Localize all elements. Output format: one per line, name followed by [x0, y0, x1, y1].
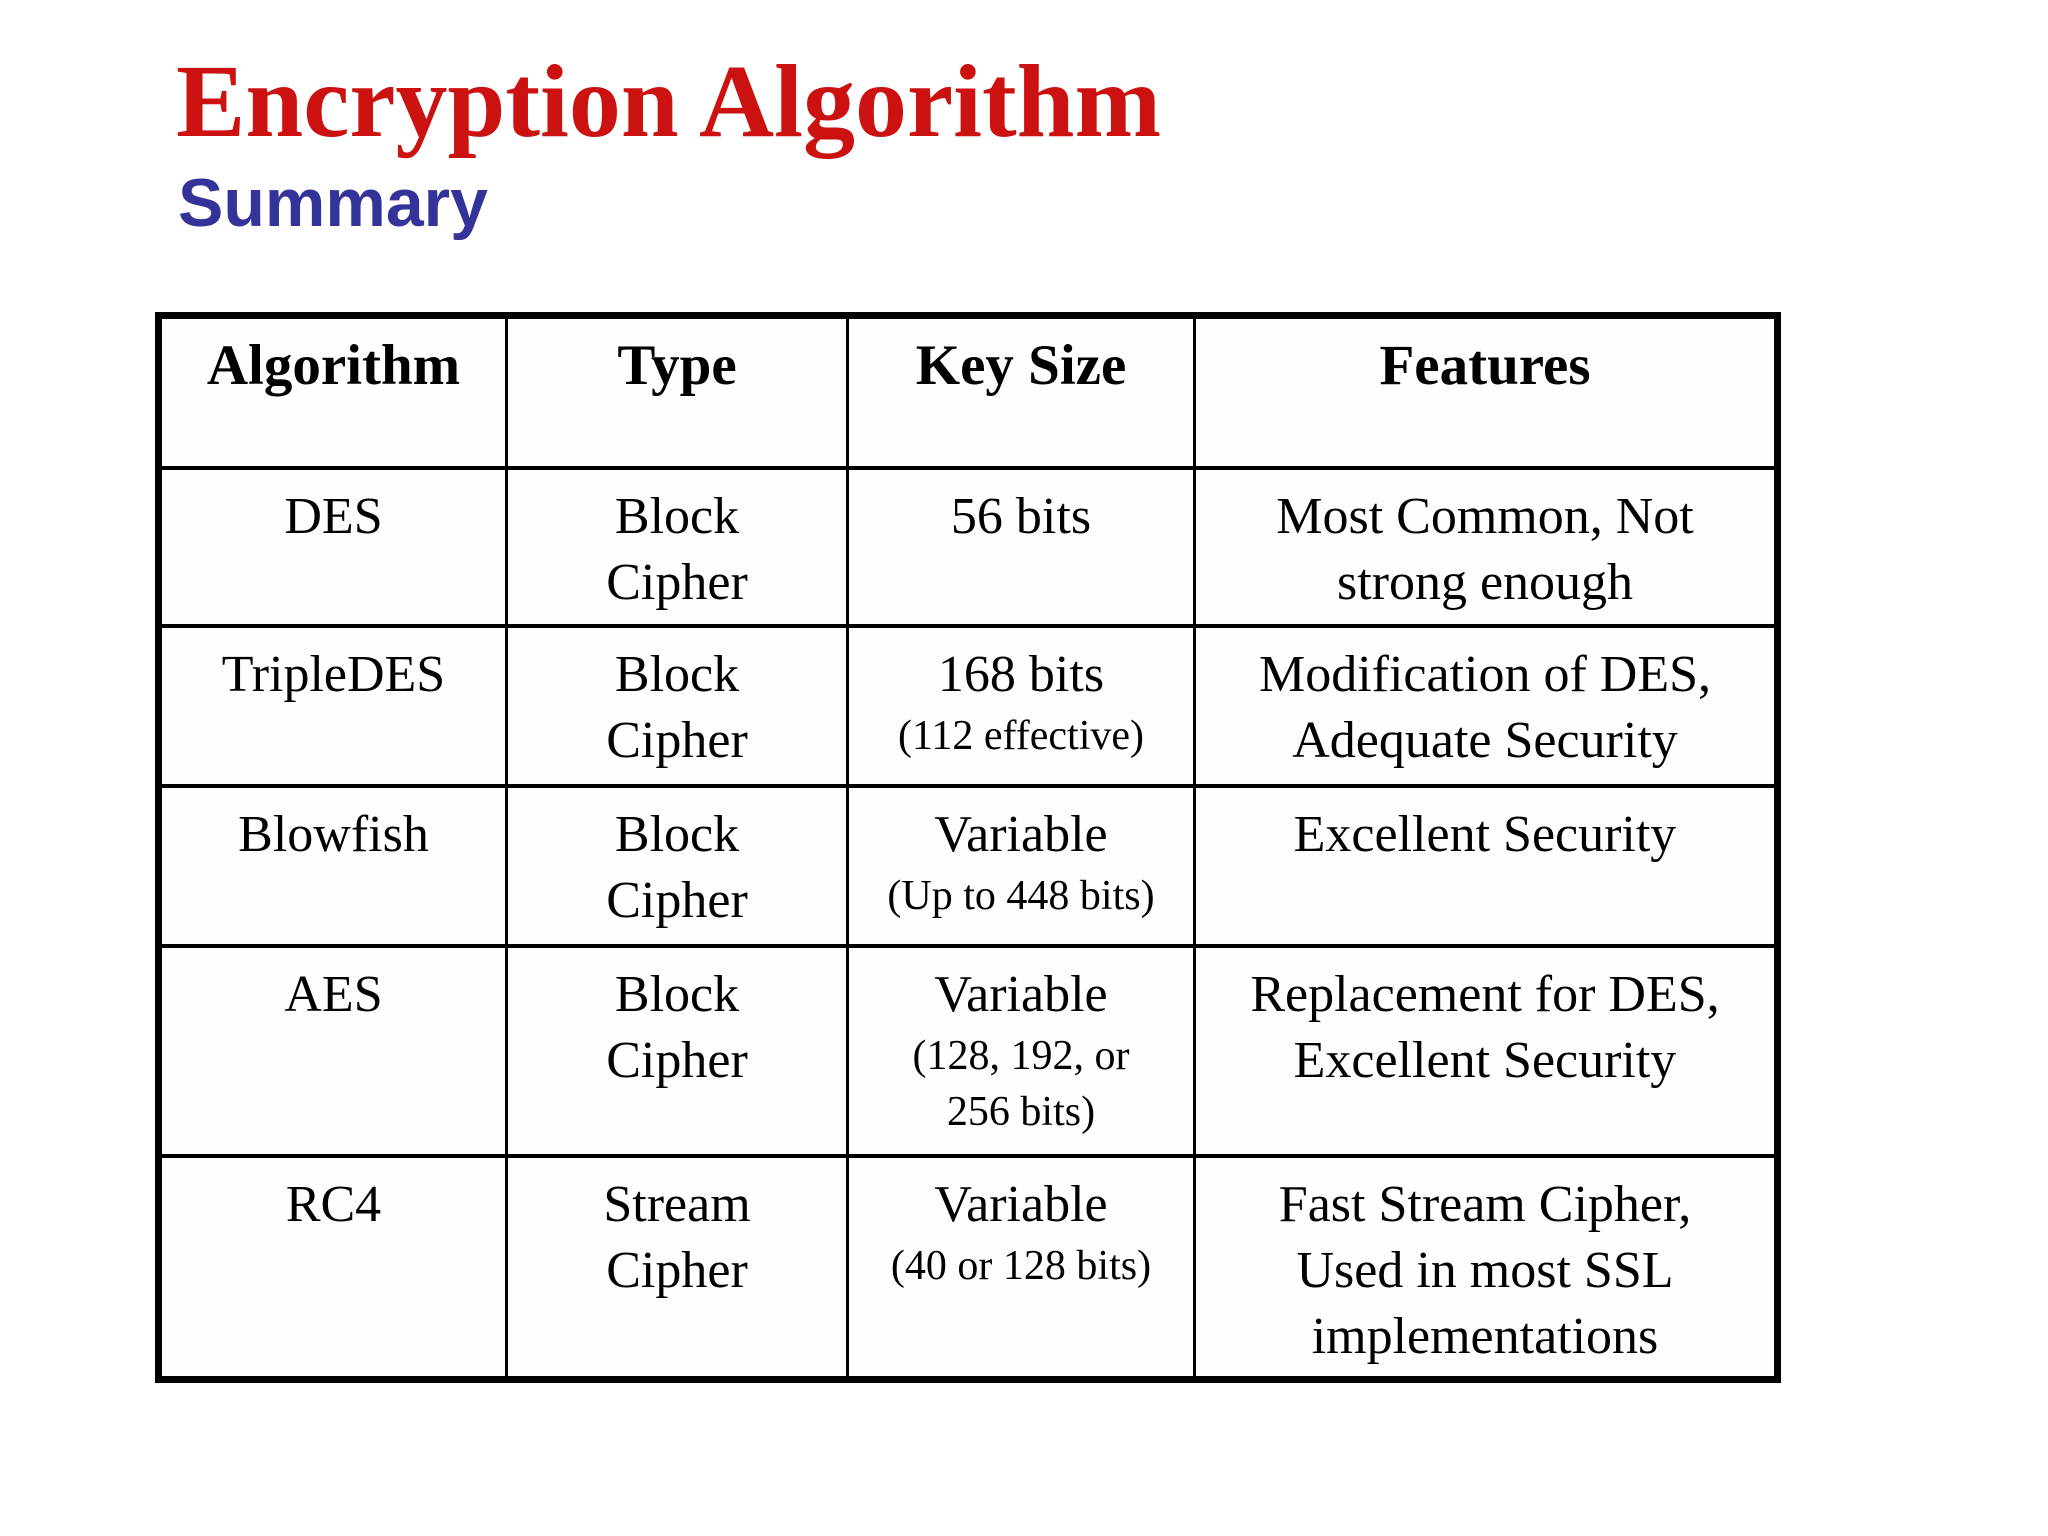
key-size-main: Variable — [934, 805, 1108, 863]
key-size-note: (128, 192, or 256 bits) — [912, 1032, 1130, 1135]
key-size-main: 56 bits — [950, 487, 1092, 545]
cell-type: Stream Cipher — [505, 1153, 849, 1381]
key-size-note: (40 or 128 bits) — [890, 1242, 1152, 1289]
key-size-note: (Up to 448 bits) — [887, 872, 1155, 919]
column-header-type: Type — [505, 313, 849, 470]
table-row: AES Block Cipher Variable (128, 192, or … — [157, 943, 1779, 1158]
table-row: DES Block Cipher 56 bits Most Common, No… — [157, 465, 1779, 628]
cell-key-size: Variable (128, 192, or 256 bits) — [846, 943, 1196, 1158]
cell-key-size: 168 bits (112 effective) — [846, 623, 1196, 788]
cell-type: Block Cipher — [505, 783, 849, 948]
column-header-algorithm: Algorithm — [157, 313, 508, 470]
cell-features: Modification of DES, Adequate Security — [1193, 623, 1779, 788]
encryption-summary-table: Algorithm Type Key Size Features DES Blo… — [155, 312, 1781, 1383]
table-row: Blowfish Block Cipher Variable (Up to 44… — [157, 783, 1779, 948]
cell-algorithm: DES — [157, 465, 508, 628]
cell-key-size: 56 bits — [846, 465, 1196, 628]
key-size-note: (112 effective) — [897, 712, 1145, 759]
cell-features: Most Common, Not strong enough — [1193, 465, 1779, 628]
cell-features: Fast Stream Cipher, Used in most SSL imp… — [1193, 1153, 1779, 1381]
cell-features: Excellent Security — [1193, 783, 1779, 948]
cell-features: Replacement for DES, Excellent Security — [1193, 943, 1779, 1158]
cell-algorithm: TripleDES — [157, 623, 508, 788]
cell-type: Block Cipher — [505, 623, 849, 788]
page-title: Encryption Algorithm — [176, 44, 1162, 159]
page-subtitle: Summary — [178, 165, 488, 241]
key-size-main: Variable — [934, 1175, 1108, 1233]
table-row: TripleDES Block Cipher 168 bits (112 eff… — [157, 623, 1779, 788]
column-header-key-size: Key Size — [846, 313, 1196, 470]
key-size-main: Variable — [934, 965, 1108, 1023]
cell-key-size: Variable (40 or 128 bits) — [846, 1153, 1196, 1381]
table-row: RC4 Stream Cipher Variable (40 or 128 bi… — [157, 1153, 1779, 1381]
cell-algorithm: Blowfish — [157, 783, 508, 948]
cell-type: Block Cipher — [505, 943, 849, 1158]
cell-algorithm: AES — [157, 943, 508, 1158]
cell-type: Block Cipher — [505, 465, 849, 628]
table-header-row: Algorithm Type Key Size Features — [157, 313, 1779, 470]
cell-algorithm: RC4 — [157, 1153, 508, 1381]
column-header-features: Features — [1193, 313, 1779, 470]
key-size-main: 168 bits — [937, 645, 1105, 703]
cell-key-size: Variable (Up to 448 bits) — [846, 783, 1196, 948]
